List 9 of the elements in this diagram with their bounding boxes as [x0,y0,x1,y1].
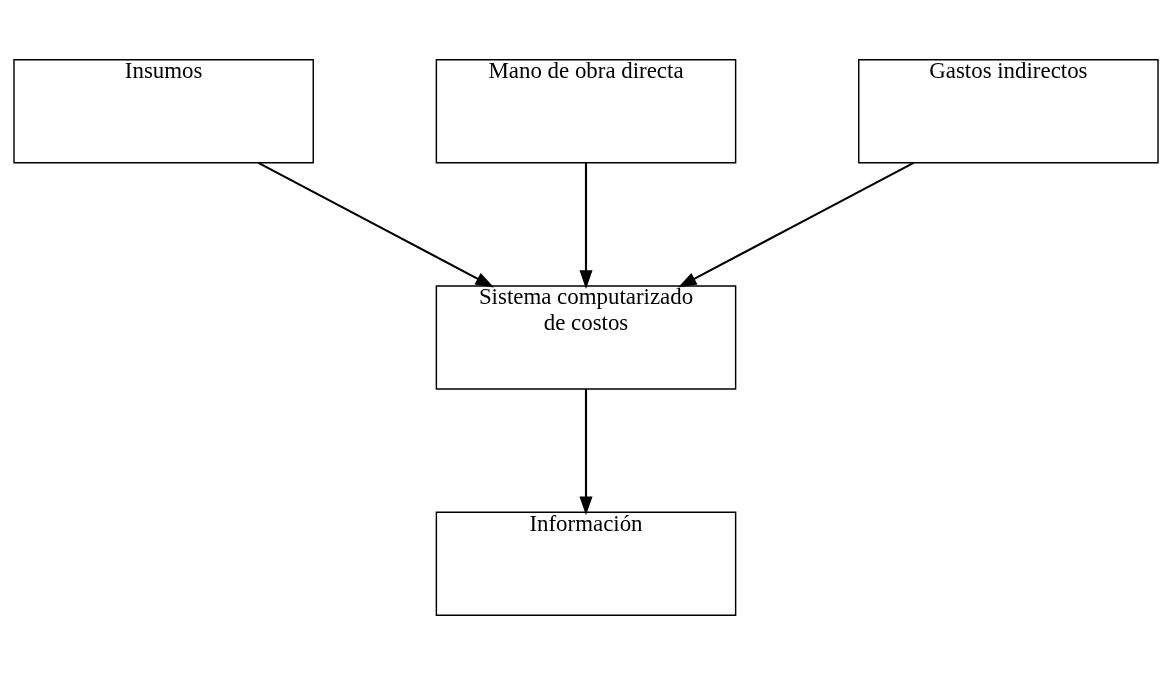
arrow [579,389,593,516]
arrow [257,161,495,288]
arrow [579,162,593,289]
node-box: Insumos [13,59,314,164]
node-box: Información [435,511,737,616]
node-box: Sistema computarizado de costos [435,285,737,390]
node-box: Mano de obra directa [435,59,737,164]
node-box: Gastos indirectos [858,59,1159,164]
arrow [677,161,915,288]
